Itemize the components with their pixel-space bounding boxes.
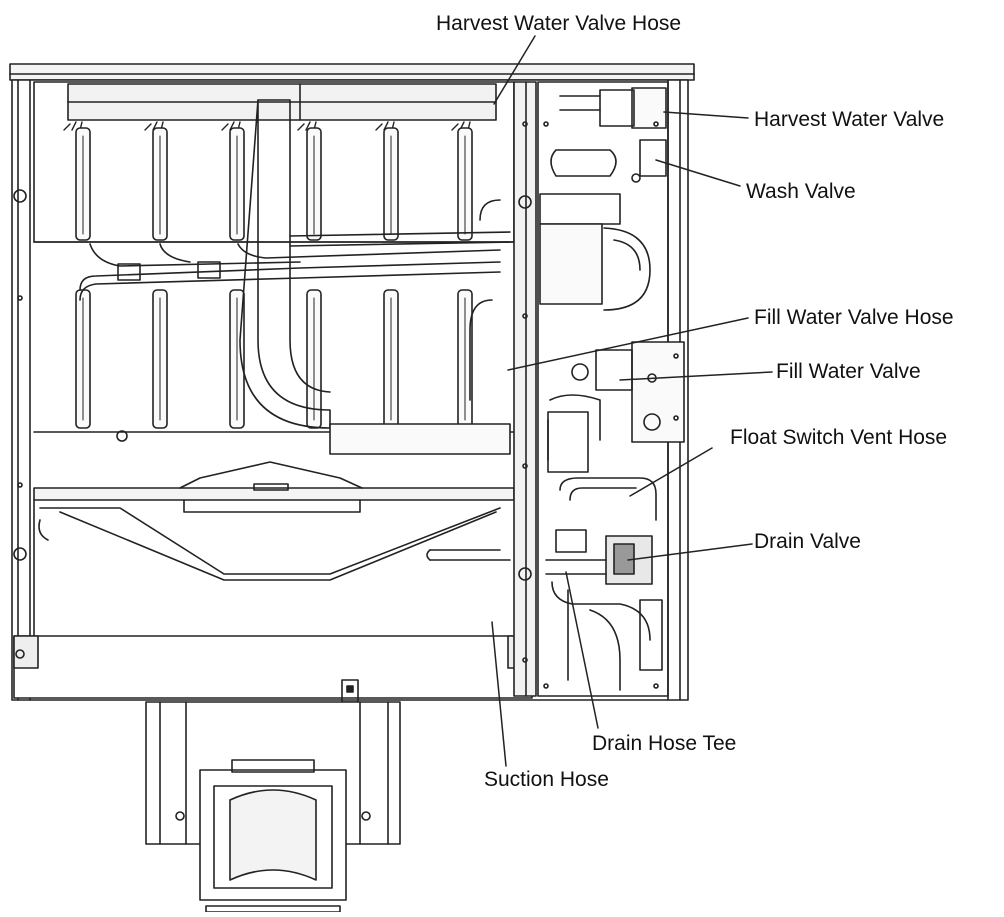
leader-drain-hose-tee: [565, 571, 599, 729]
cabinet-frame: [11, 79, 689, 701]
label-harvest-water-valve-hose: Harvest Water Valve Hose: [436, 12, 682, 35]
label-drain-valve: Drain Valve: [754, 530, 861, 553]
leader-drain-valve: [627, 543, 753, 561]
leader-harvest-water-valve: [663, 111, 749, 119]
label-wash-valve: Wash Valve: [746, 180, 856, 203]
leader-wash-valve: [655, 159, 741, 187]
label-drain-hose-tee: Drain Hose Tee: [592, 732, 737, 755]
label-fill-water-valve: Fill Water Valve: [776, 360, 921, 383]
evaporator-section: [33, 81, 515, 455]
leader-fill-water-valve-hose: [507, 317, 749, 371]
control-compartment: [537, 81, 685, 697]
label-suction-hose: Suction Hose: [484, 768, 609, 791]
leader-suction-hose: [491, 621, 507, 767]
leader-harvest-water-valve-hose: [493, 35, 536, 105]
front-bar: [13, 635, 533, 703]
leader-fill-water-valve: [619, 371, 773, 381]
divider-panel: [513, 81, 537, 697]
leader-lines: [491, 35, 773, 767]
cabinet-top: [9, 63, 695, 81]
label-float-switch-vent-hose: Float Switch Vent Hose: [730, 426, 948, 449]
ice-chute: [145, 701, 401, 913]
label-fill-water-valve-hose: Fill Water Valve Hose: [754, 306, 954, 329]
leader-float-switch-vent-hose: [629, 447, 713, 497]
label-harvest-water-valve: Harvest Water Valve: [754, 108, 945, 131]
